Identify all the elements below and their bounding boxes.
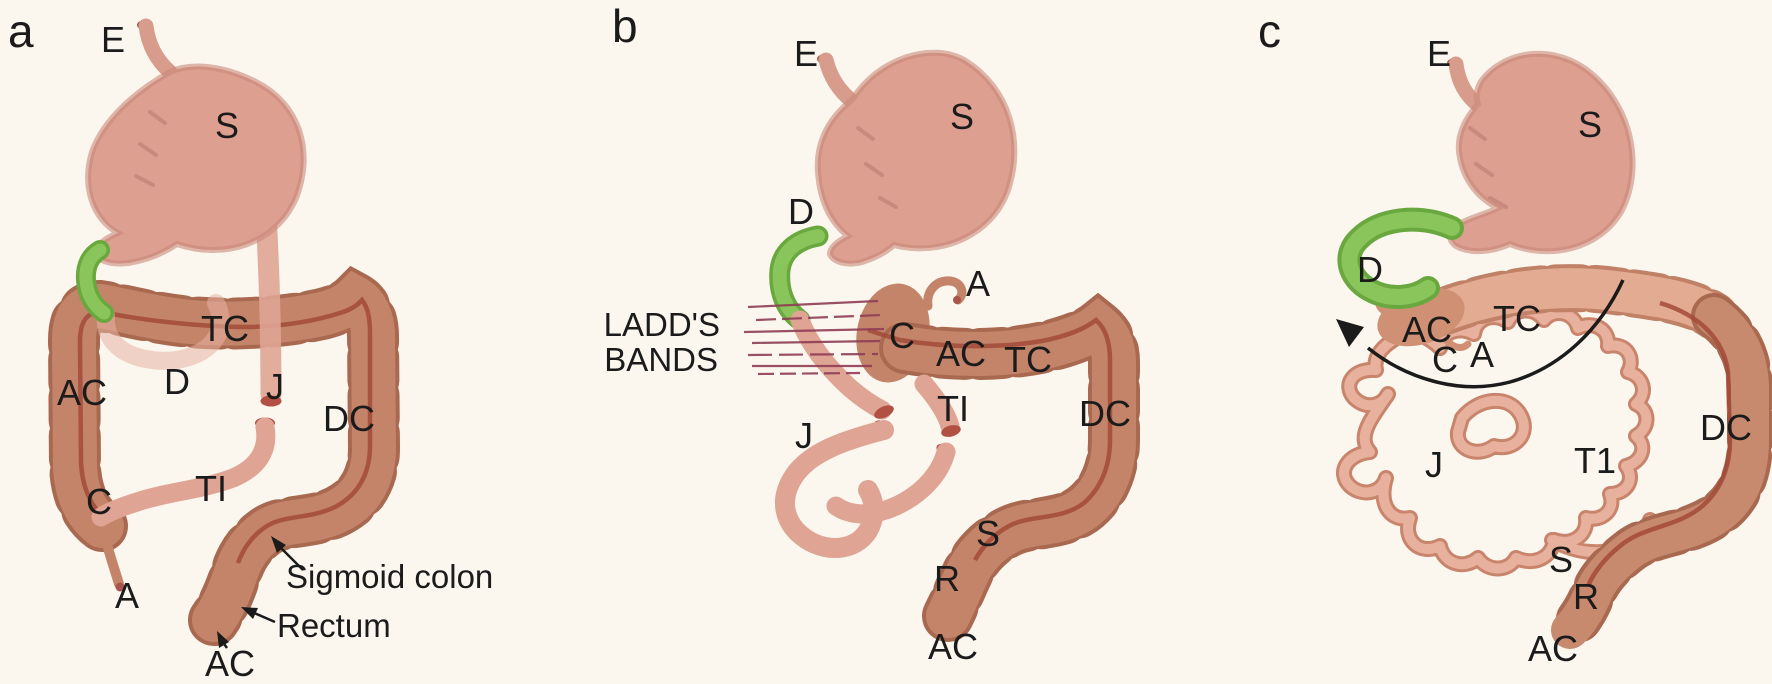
label-transverse-colon: TC — [1493, 298, 1541, 339]
ileum-cut-end — [941, 425, 961, 437]
stomach-rim — [1447, 50, 1636, 255]
taenia-line — [77, 296, 373, 564]
label-descending-colon: DC — [323, 398, 375, 439]
jejunum-cut-end — [260, 395, 282, 407]
duodenum-cut-end — [874, 405, 894, 419]
label-appendix: A — [115, 575, 139, 616]
label-ascending-colon: AC — [936, 333, 986, 374]
label-esophagus: E — [101, 19, 125, 60]
label-terminal-ileum: TI — [195, 468, 227, 509]
label-duodenum: D — [788, 191, 814, 232]
label-descending-colon: DC — [1700, 407, 1752, 448]
rotation-arrowhead — [1336, 319, 1364, 347]
transverse-colon-shape — [1422, 268, 1734, 336]
appendix-tip — [115, 582, 125, 592]
label-rectum: R — [934, 558, 960, 599]
label-ascending-colon: AC — [57, 372, 107, 413]
esophagus-shape — [818, 52, 860, 109]
duodenum-green-shape — [79, 243, 111, 320]
stomach-rugae — [134, 110, 167, 187]
terminal-ileum-shape — [914, 374, 960, 436]
panel-letter-c: c — [1258, 5, 1281, 57]
panel-a: a E S TC AC D J DC TI C A Sigmoid colon … — [8, 5, 493, 684]
descending-colon-shape — [1551, 297, 1769, 649]
label-sigmoid: S — [1549, 539, 1573, 580]
stomach-rim — [85, 63, 307, 267]
duodenum-green-shape — [1341, 211, 1460, 305]
label-cecum: C — [889, 315, 915, 356]
label-anal-canal: AC — [1528, 628, 1578, 669]
rotation-arrow — [1336, 279, 1625, 389]
duodenum-green-shape — [772, 229, 825, 327]
appendix-shape — [923, 276, 967, 311]
label-anal-canal: AC — [205, 643, 255, 684]
stomach-shape — [817, 52, 1015, 264]
label-esophagus: E — [1427, 33, 1451, 74]
label-anal-canal: AC — [928, 626, 978, 667]
label-terminal-ileum: TI — [937, 388, 969, 429]
appendix-curl — [1442, 336, 1472, 351]
stomach-rim — [814, 49, 1018, 267]
ileum-segment-shape — [826, 442, 956, 524]
label-rectum: Rectum — [277, 607, 391, 644]
stomach-group — [85, 18, 307, 267]
appendix-shape — [103, 543, 124, 589]
label-stomach: S — [215, 105, 239, 146]
label-ladds-line2: BANDS — [604, 341, 718, 378]
label-duodenum: D — [1357, 249, 1383, 290]
label-esophagus: E — [794, 33, 818, 74]
label-descending-colon: DC — [1079, 393, 1131, 434]
label-transverse-colon: TC — [201, 308, 249, 349]
rotation-arrow-curve — [1366, 279, 1625, 389]
appendix-tip — [953, 296, 961, 304]
sigmoid-leader-arrow — [271, 536, 304, 571]
label-ladds-line1: LADD'S — [604, 306, 720, 343]
label-sigmoid: S — [976, 513, 1000, 554]
panel-b: b E S D LADD'S BANDS A C AC TC TI DC J S… — [604, 0, 1140, 667]
label-rectum: R — [1573, 576, 1599, 617]
panel-letter-a: a — [8, 5, 34, 57]
panel-c: c E S D AC TC C A J T1 DC S R AC — [1258, 5, 1772, 669]
label-stomach: S — [1578, 104, 1602, 145]
taenia-line — [867, 317, 1113, 562]
duodenum-loop-shape — [96, 294, 230, 370]
rectum-leader-arrow — [241, 607, 276, 624]
label-terminal-ileum: T1 — [1574, 440, 1616, 481]
label-jejunum: J — [795, 415, 813, 456]
label-transverse-colon: TC — [1004, 339, 1052, 380]
stomach-group — [1447, 50, 1636, 255]
esophagus-shape — [138, 18, 178, 80]
ladds-bands-lines — [743, 299, 885, 376]
stomach-shape — [88, 66, 304, 264]
jejunum-shape — [775, 420, 894, 559]
stomach-rugae — [1468, 126, 1508, 209]
label-appendix: A — [966, 263, 990, 304]
label-ascending-colon: AC — [1402, 309, 1452, 350]
label-sigmoid-colon: Sigmoid colon — [286, 558, 493, 595]
label-duodenum: D — [164, 361, 190, 402]
taenia-line — [1585, 300, 1733, 587]
panel-letter-b: b — [612, 0, 638, 52]
label-appendix: A — [1470, 334, 1494, 375]
label-stomach: S — [950, 96, 974, 137]
anal-canal-leader-arrow — [217, 631, 229, 649]
label-cecum: C — [86, 481, 112, 522]
label-cecum: C — [1432, 339, 1458, 380]
label-jejunum: J — [1425, 444, 1443, 485]
duodenum-shape — [790, 310, 892, 420]
stomach-group — [814, 49, 1018, 267]
terminal-ileum-shape — [91, 417, 276, 527]
stomach-rugae — [856, 126, 898, 209]
label-jejunum: J — [266, 366, 284, 407]
